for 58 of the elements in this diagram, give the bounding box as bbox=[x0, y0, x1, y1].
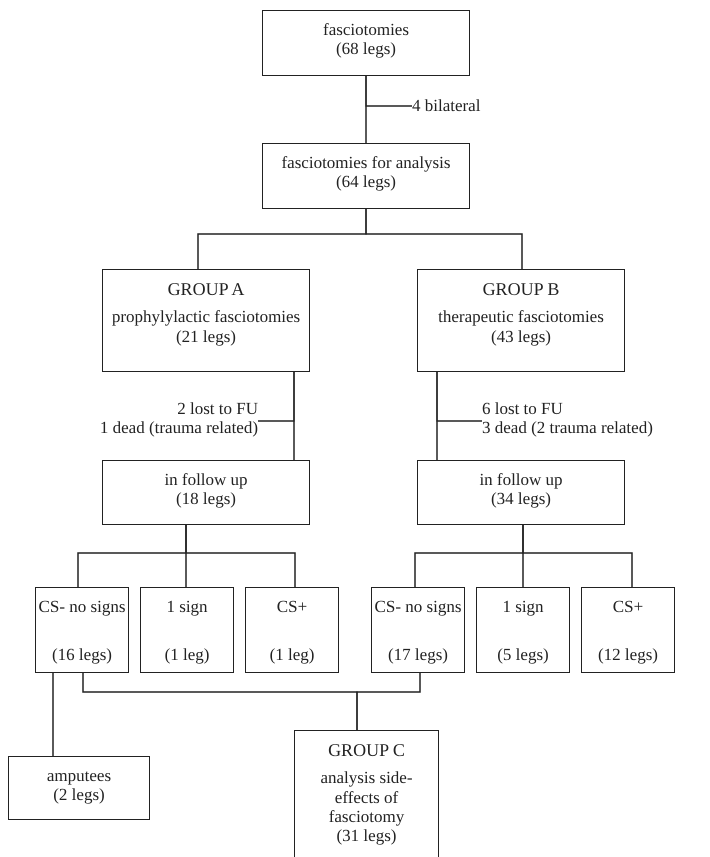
box-text: CS+ bbox=[276, 597, 308, 616]
box-text: (1 leg) bbox=[164, 644, 210, 664]
note-text: 2 lost to FU bbox=[177, 398, 258, 418]
process-box bbox=[140, 587, 234, 673]
process-box bbox=[8, 756, 150, 820]
box-text: amputees bbox=[46, 766, 112, 786]
connector-line bbox=[365, 209, 523, 269]
process-box bbox=[476, 587, 570, 673]
process-box bbox=[245, 587, 339, 673]
box-text: (21 legs) bbox=[176, 326, 236, 346]
box-text: fasciotomies for analysis bbox=[281, 153, 450, 172]
note-text: 4 bilateral bbox=[412, 96, 480, 116]
process-box bbox=[371, 587, 465, 673]
box-text: 1 sign bbox=[502, 597, 544, 616]
box-text: prophylylactic fasciotomies bbox=[112, 307, 300, 327]
group-box bbox=[102, 269, 310, 372]
note-text: 6 lost to FU bbox=[482, 398, 563, 418]
box-text: GROUP C bbox=[328, 740, 405, 760]
box-text: analysis side-effects of fasciotomy bbox=[319, 768, 414, 826]
box-text: (43 legs) bbox=[491, 326, 551, 346]
box-text: (68 legs) bbox=[336, 39, 396, 58]
process-box bbox=[262, 10, 470, 76]
box-text: fasciotomies bbox=[323, 20, 409, 40]
box-text: CS+ bbox=[612, 597, 644, 616]
box-text: (1 leg) bbox=[270, 644, 314, 664]
connector-line bbox=[185, 525, 296, 587]
connector-line bbox=[365, 76, 412, 107]
process-box bbox=[102, 460, 310, 525]
box-text: (31 legs) bbox=[336, 826, 396, 846]
box-text: (2 legs) bbox=[53, 785, 105, 804]
connector-line bbox=[356, 673, 421, 730]
connector-line bbox=[258, 372, 295, 422]
note-text: 3 dead (2 trauma related) bbox=[482, 418, 653, 438]
box-text: GROUP A bbox=[168, 279, 244, 300]
box-text: (12 legs) bbox=[598, 644, 658, 664]
process-box bbox=[581, 587, 675, 673]
note-text: 1 dead (trauma related) bbox=[100, 418, 258, 438]
process-box bbox=[417, 460, 625, 525]
box-text: in follow up bbox=[479, 470, 563, 490]
box-text: (17 legs) bbox=[388, 644, 448, 664]
box-text: CS- no signs bbox=[374, 597, 462, 616]
connector-line bbox=[52, 673, 54, 756]
connector-line bbox=[436, 372, 482, 422]
process-box bbox=[262, 143, 470, 209]
box-text: (18 legs) bbox=[176, 489, 236, 508]
connector-line bbox=[522, 525, 633, 587]
box-text: (64 legs) bbox=[336, 172, 396, 192]
box-text: 1 sign bbox=[166, 597, 208, 616]
process-box bbox=[35, 587, 129, 673]
box-text: (16 legs) bbox=[52, 644, 112, 664]
box-text: (34 legs) bbox=[491, 489, 551, 508]
box-text: (5 legs) bbox=[497, 644, 549, 664]
group-box bbox=[294, 730, 439, 857]
box-text: in follow up bbox=[164, 470, 248, 490]
group-box bbox=[417, 269, 625, 372]
box-text: therapeutic fasciotomies bbox=[438, 307, 604, 327]
box-text: CS- no signs bbox=[38, 597, 126, 616]
box-text: GROUP B bbox=[482, 279, 560, 300]
